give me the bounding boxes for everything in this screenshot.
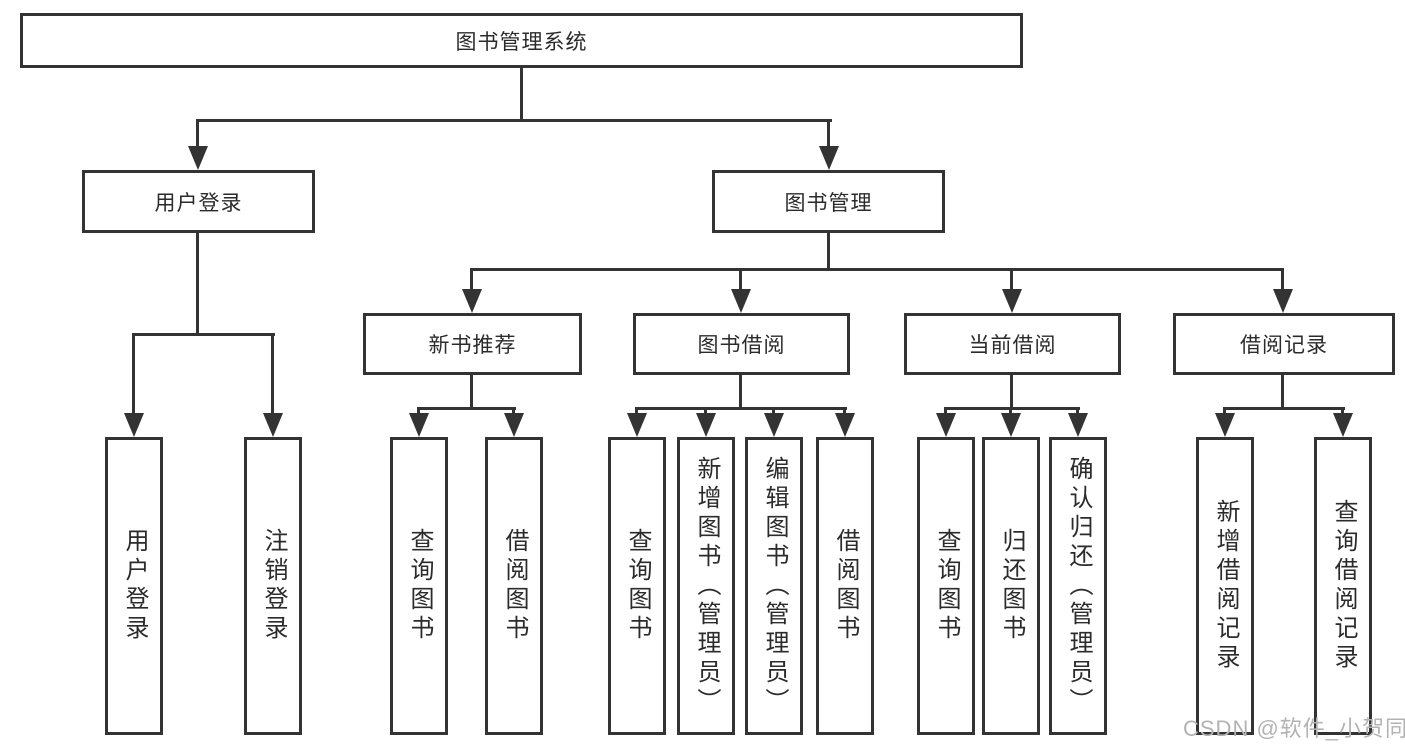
node-user-login-label: 用户登录	[154, 191, 243, 215]
leaf-query-borrow-record: 查询借阅记录	[1314, 437, 1372, 735]
arrowhead-down	[835, 413, 855, 437]
node-borrowing-records: 借阅记录	[1173, 313, 1395, 375]
node-user-login: 用户登录	[82, 170, 315, 233]
arrowhead-down	[409, 413, 429, 437]
arrowhead-down	[1002, 289, 1022, 313]
connector-stem-leaf	[1341, 407, 1344, 416]
connector-stem-leaf	[512, 407, 515, 416]
connector-stem-leaf	[271, 333, 274, 415]
connector-level2-hline	[470, 268, 1284, 271]
leaf-edit-books-admin: 编辑图书（管理员）	[745, 437, 803, 735]
connector-stem-borrow-records	[1281, 268, 1284, 292]
connector-stem-book-borrow	[739, 268, 742, 292]
leaf-borrow-books-1-label: 借阅图书	[501, 528, 528, 644]
leaf-borrow-books-1: 借阅图书	[485, 437, 543, 735]
leaf-return-books: 归还图书	[982, 437, 1040, 735]
connector-stem-leaf	[132, 333, 135, 415]
arrowhead-down	[124, 413, 144, 437]
connector-stem-book-management	[827, 119, 830, 148]
connector-l3-hline	[1223, 407, 1345, 410]
leaf-query-books-2: 查询图书	[608, 437, 666, 735]
connector-stem-leaf	[843, 407, 846, 416]
node-current-borrowing-label: 当前借阅	[968, 334, 1057, 357]
arrowhead-down	[188, 146, 208, 170]
arrowhead-down	[764, 413, 784, 437]
connector-stem-leaf	[635, 407, 638, 416]
connector-stem-leaf	[704, 407, 707, 416]
arrowhead-down	[1001, 413, 1021, 437]
leaf-add-books-admin: 新增图书（管理员）	[677, 437, 735, 735]
connector-l3-stem	[1281, 374, 1284, 409]
connector-book-management-stem	[827, 233, 830, 271]
connector-stem-current-borrow	[1010, 268, 1013, 292]
arrowhead-down	[504, 413, 524, 437]
leaf-user-login: 用户登录	[105, 437, 163, 735]
connector-user-login-hline	[132, 333, 275, 336]
leaf-borrow-books-2: 借阅图书	[816, 437, 874, 735]
leaf-query-books-2-label: 查询图书	[624, 528, 651, 644]
connector-l3-hline	[944, 407, 1080, 410]
leaf-query-books-1-label: 查询图书	[406, 528, 433, 644]
connector-stem-leaf	[944, 407, 947, 416]
arrowhead-down	[627, 413, 647, 437]
connector-stem-leaf	[417, 407, 420, 416]
watermark: CSDN @软件_小贺同学	[1183, 716, 1405, 741]
node-book-borrowing-label: 图书借阅	[697, 334, 786, 357]
node-book-management: 图书管理	[712, 170, 945, 233]
node-borrowing-records-label: 借阅记录	[1240, 334, 1328, 357]
arrowhead-down	[696, 413, 716, 437]
connector-stem-leaf	[1223, 407, 1226, 416]
node-root: 图书管理系统	[20, 13, 1023, 68]
node-book-management-label: 图书管理	[784, 191, 873, 215]
leaf-confirm-return-admin-label: 确认归还（管理员）	[1065, 455, 1092, 717]
connector-l3-hline	[417, 407, 516, 410]
connector-l3-stem	[470, 374, 473, 409]
leaf-query-books-3: 查询图书	[917, 437, 975, 735]
arrowhead-down	[462, 289, 482, 313]
leaf-confirm-return-admin: 确认归还（管理员）	[1049, 437, 1107, 735]
leaf-borrow-books-2-label: 借阅图书	[832, 528, 859, 644]
leaf-user-login-label: 用户登录	[121, 528, 148, 644]
node-book-borrowing: 图书借阅	[633, 313, 850, 375]
leaf-query-books-3-label: 查询图书	[933, 528, 960, 644]
arrowhead-down	[1068, 413, 1088, 437]
connector-stem-new-book	[470, 268, 473, 292]
node-new-book-recommendation-label: 新书推荐	[428, 334, 517, 357]
connector-l3-stem	[739, 374, 742, 409]
node-new-book-recommendation: 新书推荐	[363, 313, 582, 375]
connector-root-stem	[520, 68, 523, 121]
connector-stem-leaf	[1009, 407, 1012, 416]
leaf-query-borrow-record-label: 查询借阅记录	[1330, 499, 1357, 673]
connector-stem-leaf	[1076, 407, 1079, 416]
leaf-add-books-admin-label: 新增图书（管理员）	[693, 455, 720, 717]
leaf-edit-books-admin-label: 编辑图书（管理员）	[761, 455, 788, 717]
arrowhead-down	[263, 413, 283, 437]
connector-level1-hline	[196, 119, 832, 122]
node-current-borrowing: 当前借阅	[904, 313, 1121, 375]
leaf-add-borrow-record-label: 新增借阅记录	[1212, 499, 1239, 673]
arrowhead-down	[1215, 413, 1235, 437]
connector-l3-hline	[635, 407, 847, 410]
node-root-label: 图书管理系统	[455, 30, 588, 54]
arrowhead-down	[819, 146, 839, 170]
leaf-logout: 注销登录	[244, 437, 302, 735]
arrowhead-down	[1273, 289, 1293, 313]
leaf-logout-label: 注销登录	[260, 528, 287, 644]
arrowhead-down	[731, 289, 751, 313]
arrowhead-down	[1333, 413, 1353, 437]
connector-user-login-stem	[196, 233, 199, 336]
connector-stem-user-login	[196, 119, 199, 148]
connector-stem-leaf	[772, 407, 775, 416]
leaf-add-borrow-record: 新增借阅记录	[1196, 437, 1254, 735]
arrowhead-down	[936, 413, 956, 437]
leaf-return-books-label: 归还图书	[998, 528, 1025, 644]
leaf-query-books-1: 查询图书	[390, 437, 448, 735]
connector-l3-stem	[1010, 374, 1013, 409]
